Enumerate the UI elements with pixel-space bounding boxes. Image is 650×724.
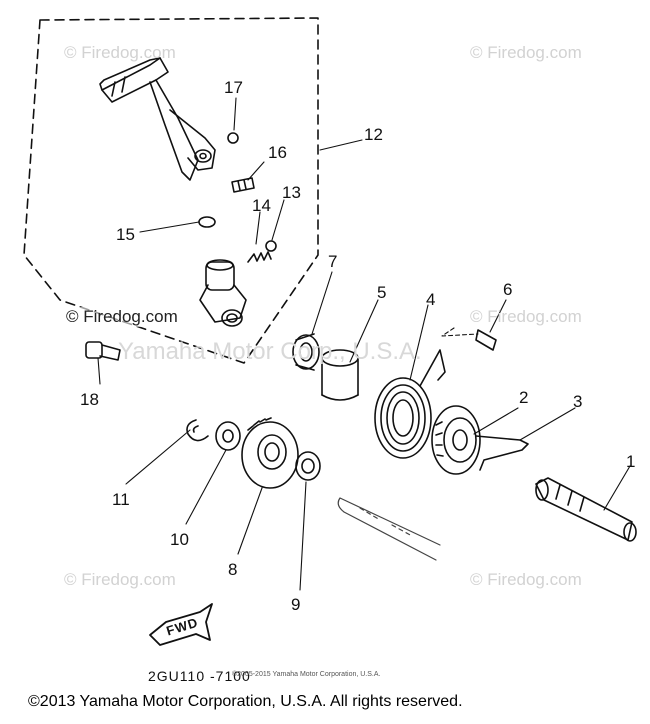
- bolt-part-18: [85, 341, 121, 361]
- spring-part-14: [247, 251, 272, 263]
- clip-part-3: [475, 435, 529, 471]
- callout-17: 17: [224, 78, 243, 97]
- callout-15: 15: [116, 225, 135, 244]
- callout-3: 3: [573, 392, 583, 411]
- washer-part-10: [215, 421, 241, 451]
- kick-pedal-assembly-boundary: [23, 17, 319, 364]
- callout-12: 12: [364, 125, 383, 144]
- callout-10: 10: [170, 530, 189, 549]
- ball-part-13: [265, 240, 277, 252]
- callout-11: 11: [112, 490, 130, 509]
- callout-5: 5: [377, 283, 387, 302]
- small-copyright: ©2005-2015 Yamaha Motor Corporation, U.S…: [232, 671, 381, 678]
- callout-7: 7: [328, 252, 338, 271]
- callout-1: 1: [626, 452, 636, 471]
- pin-part-6: [475, 329, 497, 351]
- torsion-spring-part-4: [374, 349, 446, 459]
- watermark-site: © Firedog.com: [470, 307, 582, 326]
- callout-6: 6: [503, 280, 513, 299]
- washer-part-17: [227, 132, 239, 144]
- collar-part-5: [321, 349, 359, 401]
- kick-pedal-lever: [99, 57, 216, 181]
- kick-crank-boss: [199, 259, 247, 327]
- kick-gear-part-2: [431, 405, 481, 475]
- callout-2: 2: [519, 388, 529, 407]
- bolt-part-16: [231, 177, 255, 193]
- leader-lines: [97, 97, 631, 591]
- callout-4: 4: [426, 290, 436, 309]
- watermark-site: © Firedog.com: [470, 43, 582, 62]
- watermark-brand: Yamaha Motor Corp., U.S.A.: [118, 338, 422, 365]
- footer-copyright: ©2013 Yamaha Motor Corporation, U.S.A. A…: [28, 693, 463, 710]
- shaft-ghost: [337, 497, 441, 561]
- callout-8: 8: [228, 560, 238, 579]
- o-ring-part-15: [198, 216, 216, 228]
- callout-9: 9: [291, 595, 301, 614]
- watermark-site: © Firedog.com: [64, 570, 176, 589]
- ratchet-wheel-part-8: [241, 417, 299, 489]
- callout-14: 14: [252, 196, 271, 215]
- fwd-arrow: [149, 603, 213, 646]
- kick-axle-part-1: [535, 477, 637, 542]
- callout-16: 16: [268, 143, 287, 162]
- watermark-site: © Firedog.com: [64, 43, 176, 62]
- bearing-part-7: [292, 333, 320, 371]
- washer-part-9: [295, 451, 321, 481]
- callout-18: 18: [80, 390, 99, 409]
- watermark-site: © Firedog.com: [66, 307, 178, 327]
- circlip-part-11: [186, 419, 209, 442]
- drawing-code: 2GU110 -7100: [148, 668, 251, 684]
- watermark-site: © Firedog.com: [470, 570, 582, 589]
- callout-13: 13: [282, 183, 301, 202]
